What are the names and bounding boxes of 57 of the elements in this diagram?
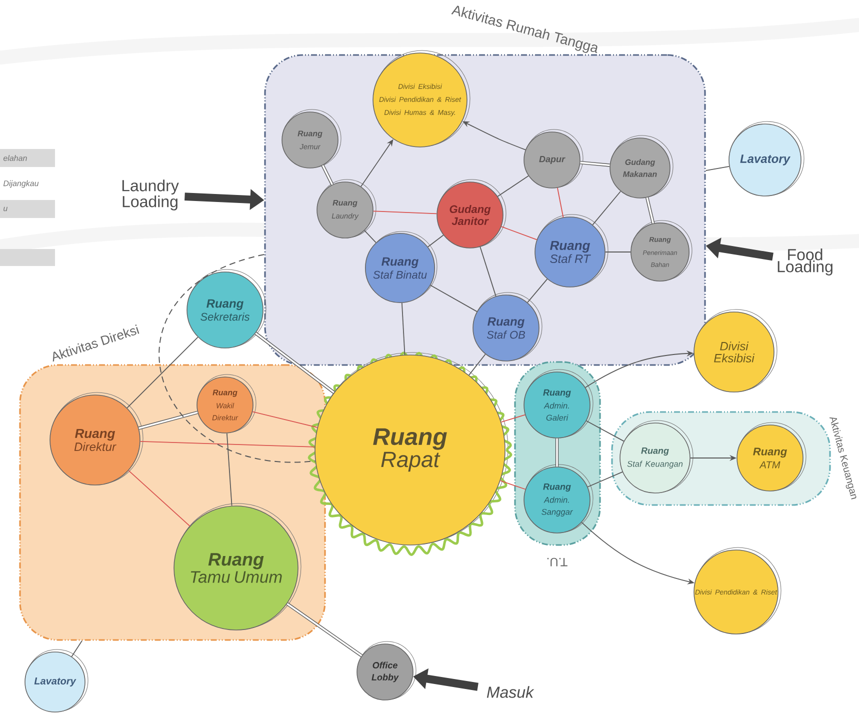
connector	[71, 640, 82, 658]
room-bubble: Gudang Janitor	[436, 179, 506, 248]
node-label: T.U.	[547, 558, 568, 566]
room-bubble: Lavatory	[24, 649, 88, 712]
entry-label: Masuk	[486, 686, 534, 698]
connector	[555, 438, 559, 467]
room-bubble: Ruang Rapat	[308, 352, 512, 556]
connector	[254, 332, 335, 394]
connector	[527, 278, 548, 303]
connector	[646, 197, 655, 224]
connector	[500, 226, 538, 240]
room-bubble: Ruang Staf Binatu	[364, 231, 438, 304]
connector	[372, 210, 438, 214]
room-bubble: Divisi Eksibisi	[694, 309, 778, 392]
connector	[321, 164, 334, 186]
legend-item: elahan	[0, 149, 55, 167]
connector	[557, 187, 564, 218]
room-bubble: Ruang Direktur	[50, 392, 144, 486]
room-bubble: Ruang Tamu Umum	[174, 503, 302, 630]
connector	[252, 411, 318, 428]
entry-label: Food Loading	[778, 248, 832, 276]
connector	[226, 432, 232, 506]
connector	[580, 160, 610, 167]
legend-item: u	[0, 200, 55, 218]
connector	[500, 414, 526, 423]
node-label: Aktivitas Rumah Tangga	[451, 6, 598, 53]
node-label: Aktivitas Keuangan	[829, 417, 856, 500]
room-bubble: Ruang Staf OB	[472, 292, 542, 362]
connector	[587, 472, 623, 488]
connector	[480, 246, 496, 297]
entry-label: Laundry Loading	[122, 180, 179, 210]
node-label: Aktivitas Direksi	[52, 324, 140, 362]
connector	[468, 354, 486, 376]
connector	[427, 234, 444, 248]
room-bubble: Ruang Staf RT	[534, 214, 608, 288]
room-bubble: Ruang Admin. Sanggar	[524, 464, 594, 534]
room-bubble: Lavatory	[728, 121, 804, 196]
connector	[592, 190, 621, 226]
connector	[286, 602, 363, 658]
room-bubble: Ruang Sekretaris	[186, 269, 266, 348]
room-bubble: Office Lobby	[356, 641, 416, 700]
connector	[128, 470, 190, 527]
connector	[126, 336, 198, 408]
room-bubble: Ruang Admin. Galeri	[524, 369, 594, 438]
dashed-line	[158, 254, 316, 462]
room-bubble: Ruang Staf Keuangan	[620, 420, 694, 494]
room-bubble: Ruang ATM	[736, 422, 806, 492]
legend-item: Dijangkau	[3, 180, 39, 188]
connector	[705, 166, 730, 172]
connector	[138, 410, 198, 430]
connector	[140, 441, 316, 448]
connector	[364, 230, 376, 244]
connector	[401, 302, 406, 356]
connector	[497, 175, 529, 197]
room-bubble: Gudang Makanan	[610, 135, 674, 198]
room-bubble: Dapur	[524, 129, 584, 188]
connector	[430, 284, 478, 312]
